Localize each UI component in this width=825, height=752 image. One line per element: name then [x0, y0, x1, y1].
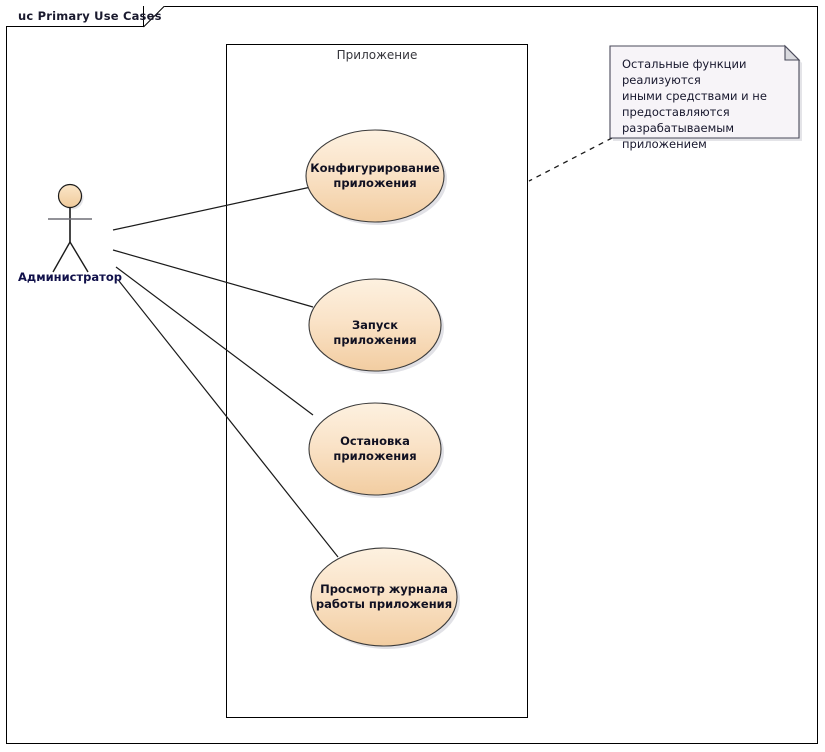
- note-text-line-2: иными средствами и не: [622, 89, 767, 103]
- note-text: Остальные функции реализуются иными сред…: [622, 56, 792, 152]
- use-case-ellipse[interactable]: [308, 278, 442, 372]
- system-boundary: [226, 44, 528, 718]
- note-body[interactable]: [609, 45, 800, 139]
- frame-tab-corner-icon: [143, 6, 165, 28]
- actor-right-leg-icon: [69, 241, 89, 273]
- note-text-line-4: разрабатываемым приложением: [622, 121, 735, 151]
- note-shape[interactable]: [609, 44, 802, 141]
- use-case-view-log[interactable]: [310, 547, 460, 649]
- note-fold-corner-icon: [784, 44, 801, 61]
- association-lines: [112, 186, 339, 558]
- association-line-start: [112, 249, 314, 308]
- use-case-ellipse[interactable]: [305, 129, 445, 223]
- association-line-view-log: [118, 280, 339, 558]
- association-line-configure: [112, 186, 312, 231]
- diagram-frame-border: [6, 6, 818, 744]
- use-case-configure[interactable]: [305, 129, 447, 225]
- association-line-stop: [115, 266, 314, 416]
- diagram-frame-label: uc Primary Use Cases: [18, 9, 162, 23]
- system-boundary-label: Приложение: [336, 48, 418, 62]
- use-case-ellipse[interactable]: [308, 402, 442, 496]
- use-case-ellipse[interactable]: [310, 547, 458, 647]
- actor-left-leg-icon: [52, 241, 71, 273]
- note-text-line-3: предоставляются: [622, 105, 730, 119]
- note-anchor-dashed-line: [528, 137, 613, 182]
- note-text-line-1: Остальные функции реализуются: [622, 57, 747, 87]
- actor-head-icon[interactable]: [57, 183, 83, 209]
- diagram-frame-tab-body: [6, 6, 144, 27]
- use-case-stop[interactable]: [308, 402, 444, 498]
- actor-administrator[interactable]: [48, 183, 92, 273]
- use-case-start[interactable]: [308, 278, 444, 374]
- actor-label: Администратор: [18, 270, 122, 284]
